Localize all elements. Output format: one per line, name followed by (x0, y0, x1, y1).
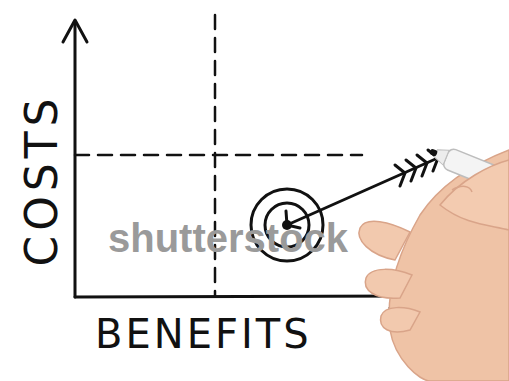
x-axis (75, 296, 410, 297)
axis-label-holder: COSTS (20, 93, 64, 266)
dashed-horizontal (75, 154, 362, 157)
axis-label: BENEFITS (95, 314, 312, 354)
axis-label-holder: BENEFITS (95, 314, 312, 354)
arrow-shaft (287, 157, 440, 225)
y-axis-arrowhead (63, 20, 87, 42)
y-axis (74, 22, 77, 297)
arrow-fletching (395, 165, 405, 186)
arrow-fletching (417, 155, 427, 176)
axis-label: COSTS (20, 93, 64, 266)
arrow-fletching (406, 160, 416, 181)
hand (359, 141, 509, 381)
watermark-holder: shutterstock (108, 218, 348, 258)
watermark: shutterstock (108, 218, 348, 258)
